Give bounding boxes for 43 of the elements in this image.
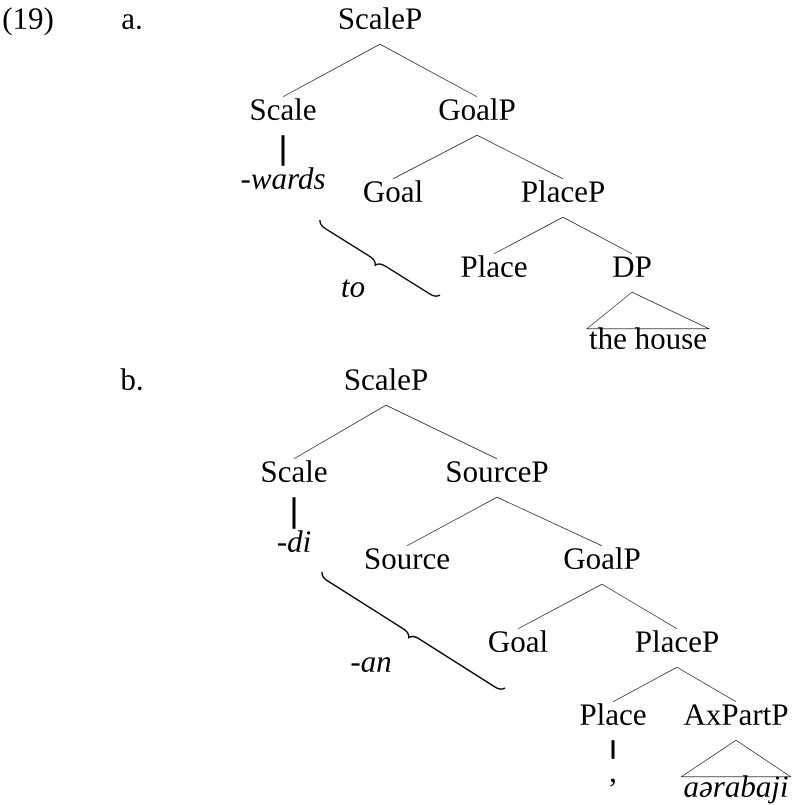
tree-branch bbox=[676, 666, 736, 702]
tree-branch bbox=[518, 584, 602, 630]
tree-branch bbox=[612, 740, 614, 759]
morpheme-label: aərabaji bbox=[684, 775, 788, 804]
tree-node-label: SourceP bbox=[447, 461, 548, 482]
tree-branch bbox=[496, 496, 602, 546]
tree-node-label: Source bbox=[366, 548, 449, 570]
example-number: (19) bbox=[4, 7, 52, 36]
tree-branch bbox=[392, 134, 478, 180]
subexample-letter: b. bbox=[120, 368, 142, 390]
tree-node-label: GoalP bbox=[440, 98, 515, 120]
morpheme-label: -wards bbox=[242, 167, 325, 190]
tree-node-label: ScaleP bbox=[346, 368, 427, 390]
tree-branch bbox=[612, 666, 678, 702]
tree-node-label: Place bbox=[580, 703, 646, 726]
tree-branch bbox=[476, 134, 564, 180]
tree-node-label: GoalP bbox=[564, 547, 640, 570]
tree-branch bbox=[282, 44, 380, 98]
tree-branch bbox=[294, 404, 386, 460]
tree-node-label: Goal bbox=[364, 180, 423, 202]
tree-branch bbox=[602, 584, 678, 630]
tree-branch bbox=[380, 44, 478, 98]
tree-node-label: PlaceP bbox=[636, 630, 718, 652]
tree-node-label: Goal bbox=[489, 630, 548, 652]
tree-branch bbox=[282, 135, 284, 166]
tree-node-label: AxPartP bbox=[684, 704, 788, 726]
tree-node-label: Scale bbox=[262, 460, 326, 482]
tree-node-label: ScaleP bbox=[340, 7, 421, 30]
tree-node-label: DP bbox=[613, 256, 651, 277]
tree-branch bbox=[386, 404, 498, 460]
tree-branch bbox=[494, 216, 564, 254]
brace-label: to bbox=[342, 279, 364, 298]
tree-node-label: the house bbox=[589, 327, 706, 350]
tree-node-label: Scale bbox=[252, 98, 316, 120]
tree-node-label: , bbox=[610, 778, 615, 787]
tree-branch bbox=[292, 497, 296, 529]
tree-branch bbox=[406, 496, 498, 546]
tree-node-label: Place bbox=[461, 255, 526, 278]
morpheme-label: -di bbox=[278, 530, 310, 552]
subexample-letter: a. bbox=[122, 14, 141, 30]
tree-node-label: PlaceP bbox=[522, 180, 604, 202]
brace-label: -an bbox=[352, 657, 390, 672]
tree-branch bbox=[562, 216, 632, 254]
